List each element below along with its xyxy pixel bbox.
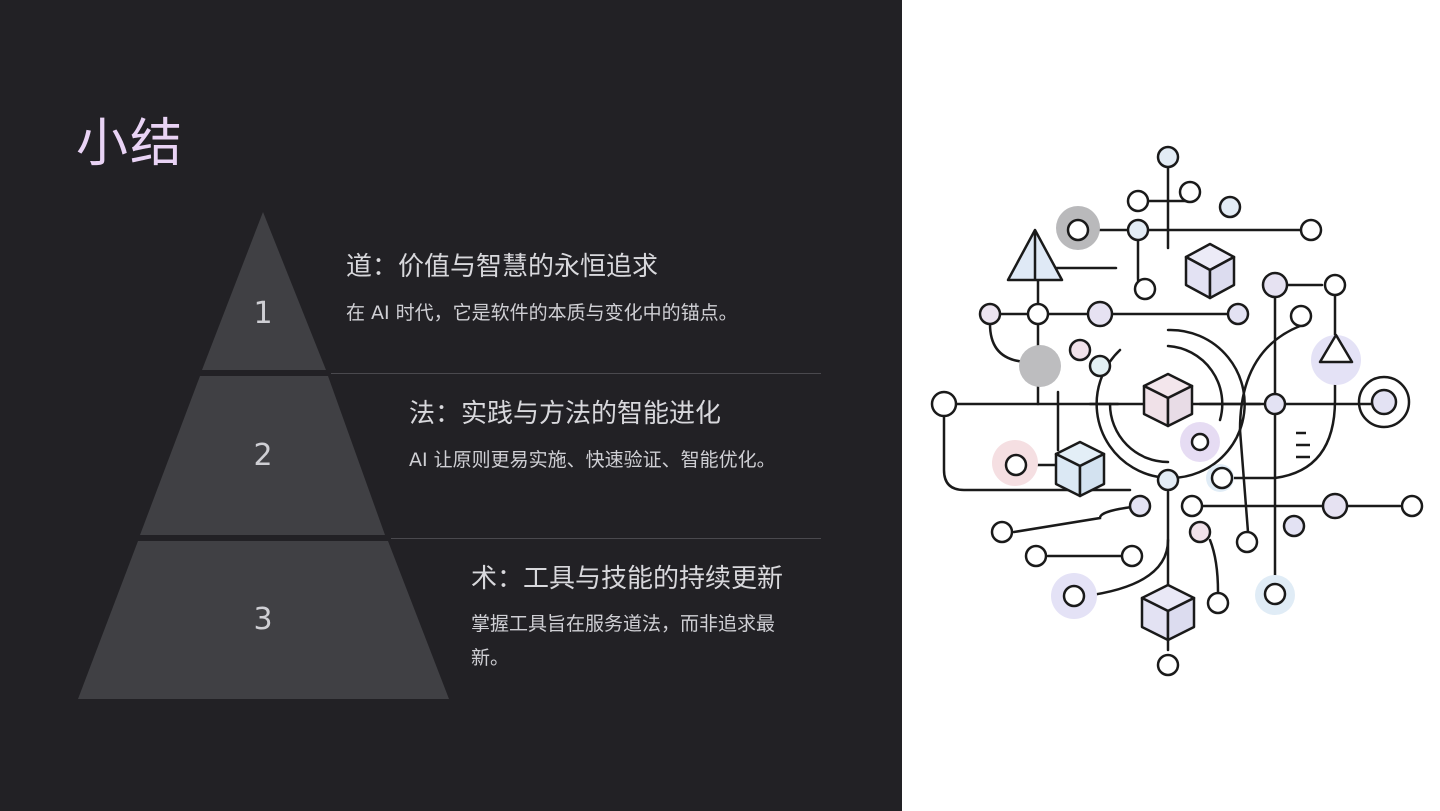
tier-heading-3: 术：工具与技能的持续更新 [471,564,784,594]
pyramid-diagram [78,212,449,699]
tier-divider-2 [391,538,821,539]
tier-divider-1 [331,373,821,374]
tier-description-3: 掌握工具旨在服务道法，而非追求最新。 [471,613,776,669]
pyramid-tier-2-shape [140,376,385,535]
illustration-panel [902,0,1440,811]
slide-left-panel: 小结 1 2 3 道：价值与智慧的永恒追求 在 AI 时代，它是软件的本质与变化… [0,0,902,811]
circuit-network-icon [930,145,1424,677]
pyramid-tier-3-shape [78,541,449,699]
page-title: 小结 [76,114,185,174]
tier-heading-2: 法：实践与方法的智能进化 [409,399,722,429]
tier-number-1: 1 [253,296,273,331]
tier-heading-1: 道：价值与智慧的永恒追求 [346,252,659,282]
tier-number-3: 3 [253,602,273,637]
pyramid-tier-1-shape [202,212,326,370]
tier-description-1: 在 AI 时代，它是软件的本质与变化中的锚点。 [346,302,738,324]
tier-description-2: AI 让原则更易实施、快速验证、智能优化。 [409,449,776,471]
tier-number-2: 2 [253,438,273,473]
